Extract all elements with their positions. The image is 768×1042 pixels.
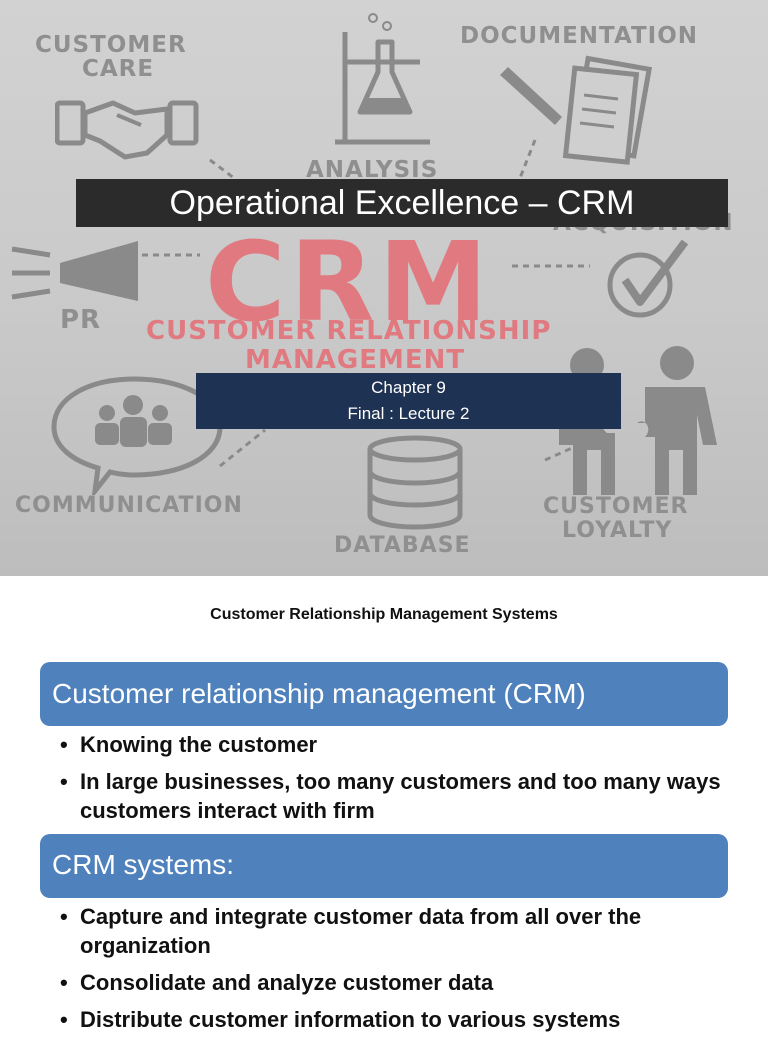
bg-label-customer-care-2: CARE bbox=[82, 56, 155, 82]
bg-label-analysis: ANALYSIS bbox=[306, 157, 439, 183]
bg-label-customer-loyalty-2: LOYALTY bbox=[562, 518, 673, 543]
crm-subtitle-line2: MANAGEMENT bbox=[245, 345, 466, 375]
documents-icon bbox=[500, 55, 653, 165]
bg-label-customer-care-1: CUSTOMER bbox=[35, 32, 187, 58]
bullet-item: Consolidate and analyze customer data bbox=[60, 968, 740, 997]
section-title-crm-systems: CRM systems: bbox=[52, 849, 234, 880]
crm-bullet-list: Knowing the customer In large businesses… bbox=[60, 730, 740, 833]
slide-title: Operational Excellence – CRM bbox=[76, 179, 728, 227]
slide-heading: Customer Relationship Management Systems bbox=[210, 606, 558, 623]
bullet-item: Knowing the customer bbox=[60, 730, 740, 759]
bg-label-database: DATABASE bbox=[334, 533, 471, 558]
section-header-crm-systems: CRM systems: bbox=[40, 834, 728, 898]
section-title-crm: Customer relationship management (CRM) bbox=[52, 678, 586, 709]
title-slide: CUSTOMER CARE DOCUMENTATION ANALYSIS ACQ… bbox=[0, 0, 768, 576]
lecture-label: Final : Lecture 2 bbox=[347, 404, 470, 423]
crm-big-logo: CRM bbox=[205, 218, 492, 346]
checkmark-icon bbox=[607, 240, 689, 318]
crm-subtitle-line1: CUSTOMER RELATIONSHIP bbox=[146, 316, 552, 346]
content-slide: Customer Relationship Management Systems… bbox=[0, 576, 768, 1034]
bg-label-documentation: DOCUMENTATION bbox=[460, 23, 699, 49]
subtitle-box: Chapter 9 Final : Lecture 2 bbox=[196, 373, 621, 429]
bullet-item: Capture and integrate customer data from… bbox=[60, 902, 740, 960]
bg-label-communication: COMMUNICATION bbox=[15, 493, 243, 518]
bullet-item: Distribute customer information to vario… bbox=[60, 1005, 740, 1034]
bg-label-pr: PR bbox=[60, 305, 102, 335]
bullet-item: In large businesses, too many customers … bbox=[60, 767, 740, 825]
dashed-connectors bbox=[120, 139, 591, 468]
database-icon bbox=[367, 435, 463, 530]
chapter-label: Chapter 9 bbox=[371, 378, 446, 397]
crm-systems-bullet-list: Capture and integrate customer data from… bbox=[60, 902, 740, 1042]
bg-label-customer-loyalty-1: CUSTOMER bbox=[543, 494, 689, 519]
flask-icon bbox=[335, 13, 430, 145]
section-header-crm: Customer relationship management (CRM) bbox=[40, 662, 728, 726]
handshake-icon bbox=[55, 100, 199, 160]
megaphone-icon bbox=[11, 241, 138, 301]
